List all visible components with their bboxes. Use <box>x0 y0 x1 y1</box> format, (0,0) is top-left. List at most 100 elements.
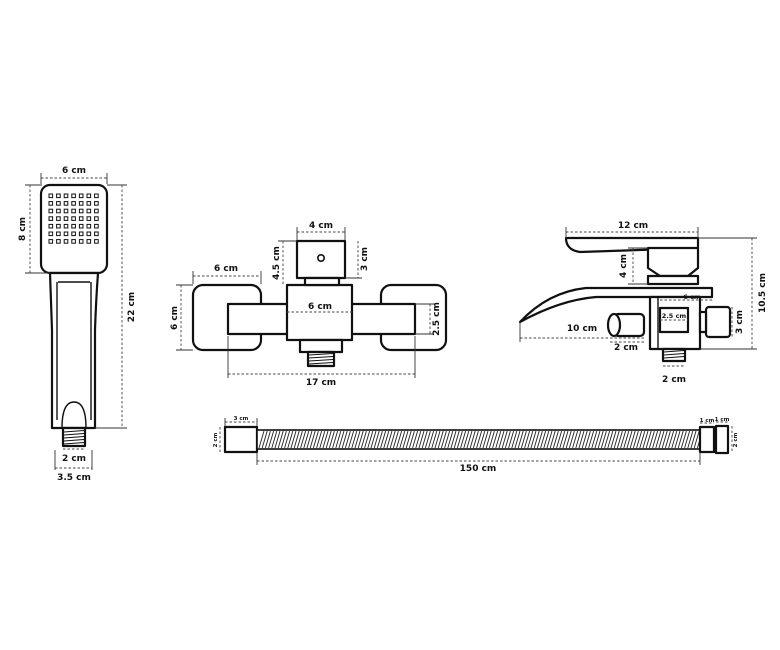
thread-line <box>63 430 85 433</box>
nozzle-dot <box>63 239 69 244</box>
hose-rib <box>476 430 483 449</box>
hose-rib <box>488 430 495 449</box>
hose-rib <box>536 430 543 449</box>
hose-rib <box>565 430 572 449</box>
hose-rib <box>386 430 393 449</box>
hose-rib <box>373 430 380 449</box>
hose-rib <box>300 430 307 449</box>
hose-rib <box>498 430 505 449</box>
hose-right-cap <box>698 425 716 454</box>
hose-rib <box>383 430 390 449</box>
hose-rib <box>674 430 681 449</box>
hose-rib <box>626 430 633 449</box>
mixer-top-height-label: 4.5 cm <box>272 246 282 280</box>
nozzle-dot <box>56 223 61 229</box>
hose-rib <box>664 430 671 449</box>
hand-shower-head <box>39 183 109 275</box>
side-total-height-label: 10.5 cm <box>758 273 768 313</box>
nozzle-dot <box>48 231 54 237</box>
hose-left-cap-length-label: 3 cm <box>234 416 249 422</box>
mixer-body-height-label: 2.5 cm <box>432 302 442 336</box>
nozzle-dot <box>56 208 61 214</box>
wall-outlet-neck <box>698 310 708 334</box>
hose-rib <box>479 430 486 449</box>
hose-rib <box>501 430 508 449</box>
hose-rib <box>517 430 524 449</box>
hose-rib <box>312 430 319 449</box>
mixer-side-view-drawing: 12 cm 4 cm 10.5 cm 6 cm 2.5 cm 3 cm 10 c… <box>518 221 768 385</box>
hose-rib <box>344 430 351 449</box>
hose-rib <box>367 430 374 449</box>
hose-rib <box>639 430 646 449</box>
hose-rib <box>636 430 643 449</box>
hose-rib <box>258 430 265 449</box>
hose-rib <box>687 430 694 449</box>
hose-rib <box>629 430 636 449</box>
hose-rib <box>357 430 364 449</box>
lever-base <box>646 274 700 286</box>
hose-rib <box>495 430 502 449</box>
hose-rib <box>658 430 665 449</box>
hose-rib <box>450 430 457 449</box>
hose-rib <box>440 430 447 449</box>
hose-rib <box>543 430 550 449</box>
hose-rib <box>588 430 595 449</box>
nozzle-dot <box>48 216 54 221</box>
wall-mixer-drawing: 4 cm 4.5 cm 3 cm 6 cm 6 cm 6 cm 2.5 cm 1… <box>170 221 448 388</box>
nozzle-dot <box>63 208 69 214</box>
diverter-neck <box>303 276 341 287</box>
hand-shower-head-height-label: 8 cm <box>18 217 28 241</box>
hose-rib <box>584 430 591 449</box>
hose-rib <box>469 430 476 449</box>
nozzle-dot <box>86 223 92 229</box>
side-thread-lines <box>663 350 685 359</box>
hose-left-cap <box>223 425 259 454</box>
nozzle-dot <box>63 231 69 237</box>
hose-rib <box>607 430 614 449</box>
hose-rib <box>303 430 310 449</box>
hose-rib <box>680 430 687 449</box>
hose-rib <box>511 430 518 449</box>
hose-rib <box>325 430 332 449</box>
hose-length-label: 150 cm <box>460 464 497 474</box>
hose-rib <box>693 430 700 449</box>
hose-rib <box>335 430 342 449</box>
mixer-outlet <box>298 338 344 354</box>
lever-body <box>646 246 700 278</box>
nozzle-dot <box>56 231 61 237</box>
hose-rib <box>287 430 294 449</box>
hose-rib <box>434 430 441 449</box>
side-knob-label: 2 cm <box>614 343 638 353</box>
hose-rib <box>271 430 278 449</box>
nozzle-dot <box>71 223 76 229</box>
hose-rib <box>677 430 684 449</box>
hose-ribs <box>258 430 703 449</box>
hose-rib <box>546 430 553 449</box>
nozzle-dot <box>94 223 99 229</box>
hose-rib <box>277 430 284 449</box>
side-inner-label: 2.5 cm <box>662 312 687 320</box>
hand-shower-total-height-label: 22 cm <box>127 292 137 322</box>
hose-rib <box>514 430 521 449</box>
hose-rib <box>424 430 431 449</box>
wall-outlet <box>704 305 732 339</box>
hose-rib <box>437 430 444 449</box>
nozzle-dot <box>94 201 99 206</box>
hose-rib <box>268 430 275 449</box>
hose-rib <box>341 430 348 449</box>
hose-rib <box>396 430 403 449</box>
hose-rib <box>428 430 435 449</box>
hose-rib <box>415 430 422 449</box>
hose-rib <box>431 430 438 449</box>
thread-line <box>308 362 334 365</box>
mixer-handle-height-label: 6 cm <box>170 306 180 330</box>
nozzle-dot <box>71 201 76 206</box>
hose-rib <box>594 430 601 449</box>
mixer-center-block <box>285 283 354 342</box>
nozzle-dot <box>71 231 76 237</box>
hose-rib <box>376 430 383 449</box>
hose-rib <box>456 430 463 449</box>
nozzle-dot <box>48 201 54 206</box>
hose-rib <box>412 430 419 449</box>
